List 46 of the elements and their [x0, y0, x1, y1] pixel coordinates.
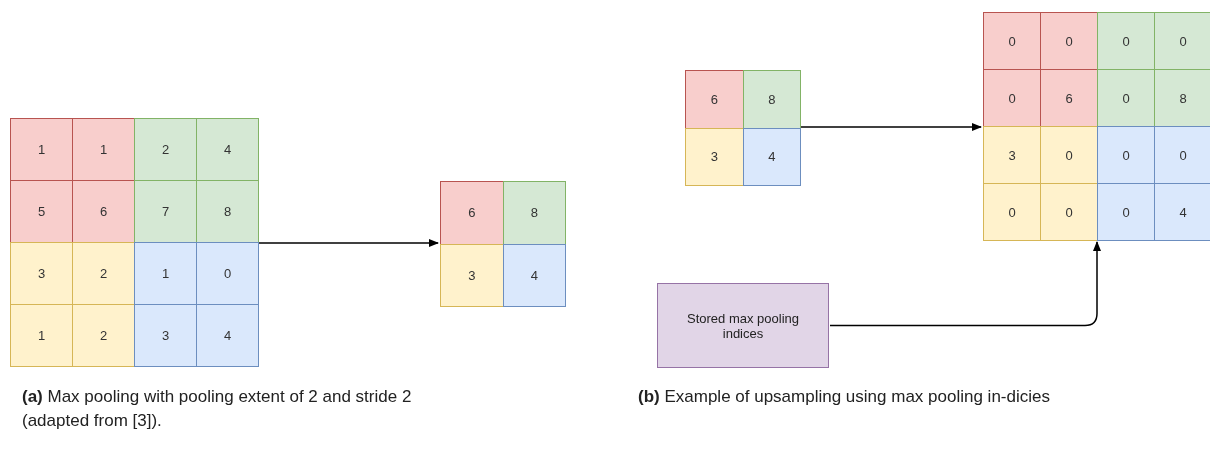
matrix-cell: 3 — [10, 242, 73, 305]
matrix-cell: 2 — [134, 118, 197, 181]
matrix-cell: 3 — [440, 243, 504, 307]
matrix-cell: 4 — [196, 118, 259, 181]
matrix-cell: 8 — [502, 181, 566, 245]
matrix-cell: 4 — [196, 304, 259, 367]
matrix-cell: 0 — [1154, 126, 1210, 184]
matrix-cell: 8 — [742, 70, 801, 129]
matrix-cell: 0 — [1097, 69, 1155, 127]
figure-caption: (b) Example of upsampling using max pooling in-dicies — [638, 386, 1051, 408]
matrix-cell: 0 — [983, 69, 1041, 127]
matrix-cell: 6 — [685, 70, 744, 129]
arrow — [258, 239, 439, 247]
matrix-cell: 0 — [1040, 183, 1098, 241]
matrix-cell: 3 — [134, 304, 197, 367]
matrix-cell: 1 — [10, 304, 73, 367]
matrix-cell: 6 — [440, 181, 504, 245]
arrow — [829, 241, 1101, 327]
process-box: Stored max pooling indices — [657, 283, 829, 368]
matrix-cell: 4 — [502, 243, 566, 307]
matrix-cell: 0 — [983, 183, 1041, 241]
matrix-cell: 2 — [72, 304, 135, 367]
matrix-cell: 0 — [1040, 12, 1098, 70]
matrix-cell: 6 — [1040, 69, 1098, 127]
matrix-cell: 6 — [72, 180, 135, 243]
matrix-cell: 8 — [1154, 69, 1210, 127]
matrix-cell: 1 — [72, 118, 135, 181]
matrix-cell: 4 — [1154, 183, 1210, 241]
matrix-cell: 3 — [685, 127, 744, 186]
matrix-cell: 1 — [134, 242, 197, 305]
matrix-cell: 0 — [196, 242, 259, 305]
matrix-cell: 7 — [134, 180, 197, 243]
matrix-cell: 0 — [1154, 12, 1210, 70]
matrix-cell: 3 — [983, 126, 1041, 184]
matrix-cell: 4 — [742, 127, 801, 186]
matrix-cell: 1 — [10, 118, 73, 181]
arrow — [800, 123, 982, 131]
matrix-cell: 0 — [1040, 126, 1098, 184]
matrix-cell: 0 — [1097, 183, 1155, 241]
matrix-cell: 0 — [1097, 12, 1155, 70]
matrix-cell: 5 — [10, 180, 73, 243]
matrix-cell: 0 — [1097, 126, 1155, 184]
matrix-cell: 2 — [72, 242, 135, 305]
matrix-cell: 0 — [983, 12, 1041, 70]
matrix-cell: 8 — [196, 180, 259, 243]
figure-caption: (a) Max pooling with pooling extent of 2 and stride 2 (adapted from [3]). — [22, 386, 413, 432]
